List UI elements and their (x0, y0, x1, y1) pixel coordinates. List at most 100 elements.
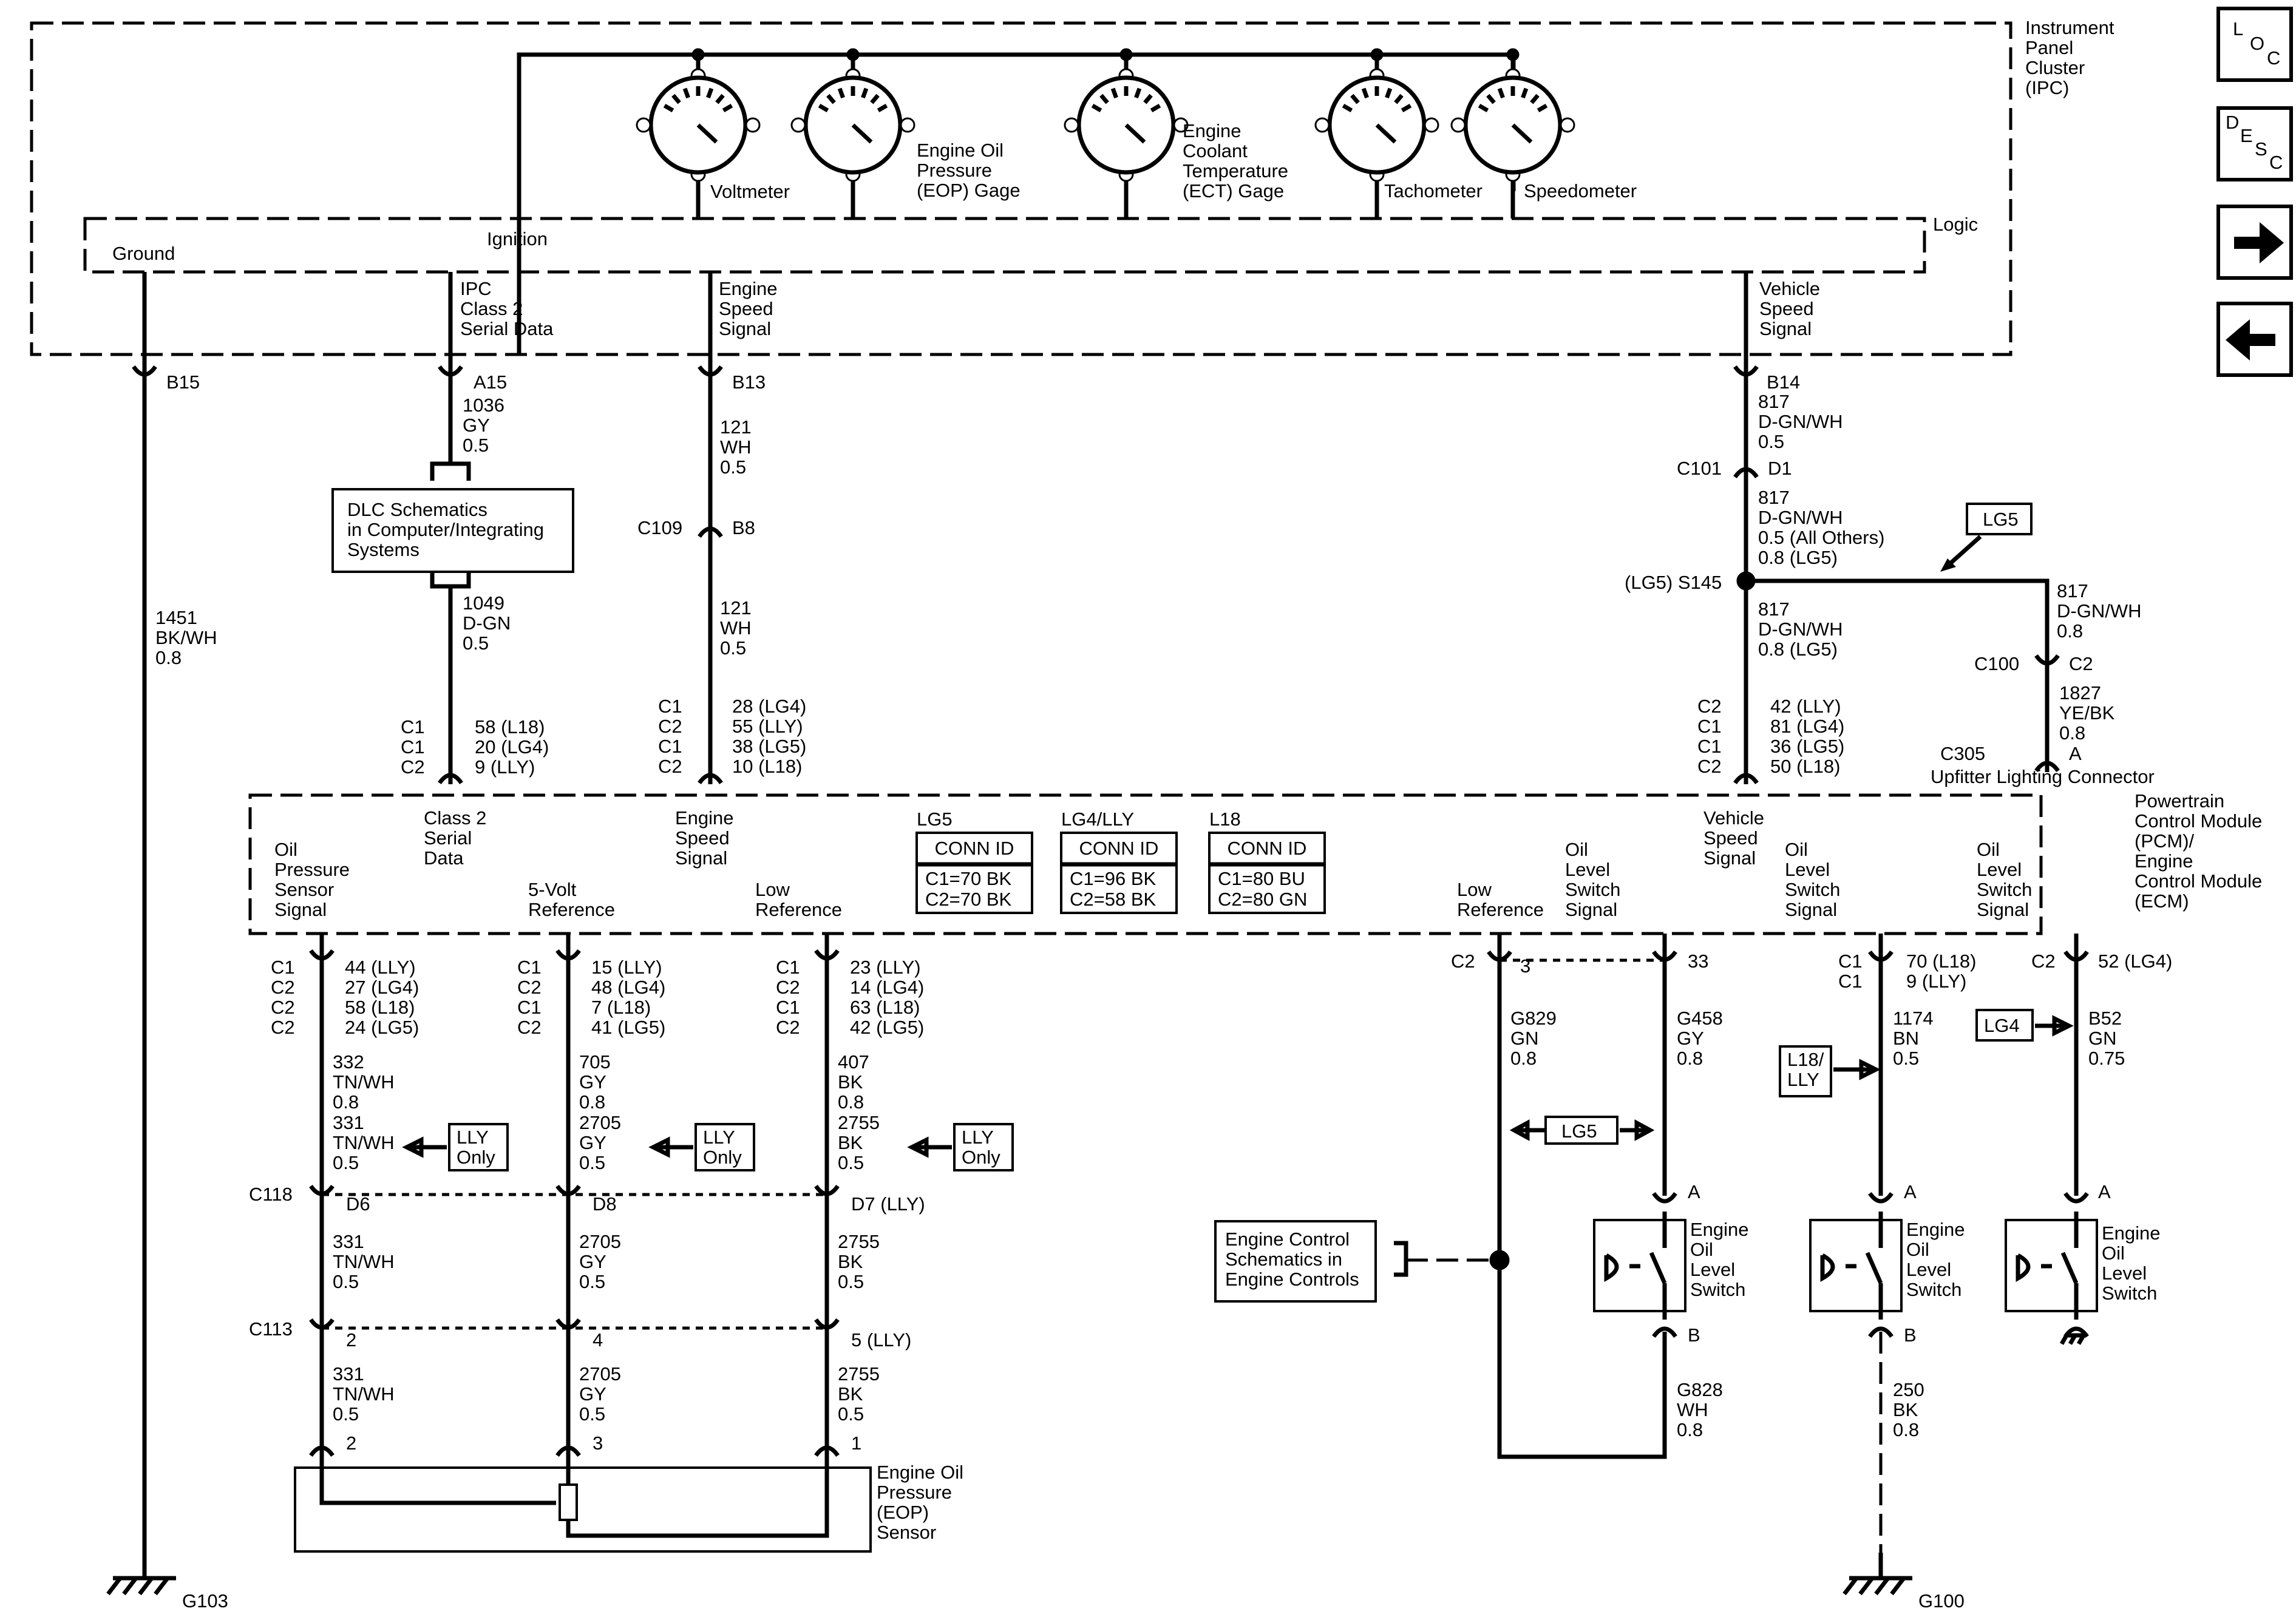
dlc-schematics-label: DLC Schematics (347, 499, 487, 520)
previous-page-button[interactable] (2216, 302, 2293, 377)
lg4-tag (1975, 1009, 2034, 1042)
wire (566, 1468, 829, 1538)
wire-250-label: BK (1893, 1399, 1918, 1420)
ect-gage-label: (ECT) Gage (1183, 180, 1284, 202)
connector-pcm (555, 949, 581, 961)
wire-g828-label: G828 (1677, 1379, 1723, 1400)
switch-label: Oil (2102, 1242, 2125, 1264)
pcm-pin-numbers: 63 (L18) (850, 997, 920, 1018)
oil-level-signal-label: Oil (1565, 839, 1588, 860)
wire-250-label: 0.8 (1893, 1419, 1919, 1440)
ect-gage-label: Temperature (1183, 160, 1288, 181)
wire-label: 705 (579, 1051, 611, 1073)
desc-button-frame[interactable] (2216, 106, 2293, 181)
oil-level-signal-label: Oil (1977, 839, 2000, 860)
pcm-connector-ids: C2 (271, 1017, 295, 1038)
low-reference-label: Low (755, 879, 790, 900)
wire-817d-label: D-GN/WH (2057, 600, 2141, 622)
wire-817b-label: D-GN/WH (1758, 507, 1843, 528)
pcm-class2-label: Class 2 (424, 807, 486, 829)
ipc-vehicle-speed-label: Speed (1759, 298, 1814, 319)
gauge-terminal (900, 117, 915, 133)
gauge-tick (1099, 93, 1109, 104)
gauge-tick (663, 103, 674, 113)
ipc-logic-boundary (83, 217, 1926, 274)
sensor-pin: 3 (593, 1432, 603, 1454)
eop-sensor-label: Pressure (877, 1482, 952, 1503)
lly-only-tag (695, 1123, 755, 1171)
oil-level-signal-label: Level (1977, 859, 2022, 880)
wire-g829-label: 0.8 (1510, 1048, 1537, 1069)
wire (154, 1576, 169, 1596)
pcm-vehicle-speed-label: Vehicle (1703, 807, 1764, 829)
wire-1049-label: 0.5 (463, 632, 489, 654)
wire-label: TN/WH (333, 1383, 395, 1405)
arrow-left-icon[interactable] (2226, 319, 2275, 361)
wire-label: TN/WH (333, 1071, 395, 1093)
pcm-connector-ids: C2 (776, 977, 800, 998)
gauge-needle (1124, 123, 1146, 144)
arrow-right-icon[interactable] (2234, 222, 2284, 263)
l18-lly-tag (1779, 1045, 1832, 1097)
pcm-connector-id: C2 (2031, 951, 2056, 972)
wire-121b-label: 121 (720, 597, 752, 619)
pcm-pin-numbers: 70 (L18) (1906, 951, 1976, 972)
pcm-pin-numbers: 10 (L18) (732, 756, 802, 777)
wire-label: BK (838, 1071, 863, 1093)
switch-label: Engine (1690, 1219, 1749, 1240)
eop-gage-label: Pressure (917, 160, 992, 181)
wire-label: 331 (333, 1112, 364, 1133)
ipc-engine-speed-label: Speed (719, 298, 773, 319)
gauge-tick (1143, 93, 1153, 104)
arrow-right-icon (1833, 1059, 1881, 1080)
connector-class2 (438, 773, 463, 785)
ipc-vehicle-speed-label: Vehicle (1759, 278, 1820, 299)
eop-sensor-label: Sensor (877, 1522, 936, 1543)
oil-level-signal-label: Signal (1565, 899, 1617, 920)
pin-b13: B13 (732, 371, 766, 393)
next-page-button[interactable] (2216, 205, 2293, 280)
pcm-pin-numbers: 28 (LG4) (732, 696, 806, 717)
pin-d1: D1 (1768, 458, 1792, 479)
conn-id-title: CONN ID (1079, 838, 1159, 859)
wire-1827-label: 0.8 (2059, 722, 2085, 744)
engine-control-label: Schematics in (1225, 1249, 1342, 1270)
gauge-tick (1486, 93, 1496, 104)
c118-pin: D7 (LLY) (851, 1193, 925, 1215)
c101-label: C101 (1677, 458, 1722, 479)
pcm-vehicle-speed-label: Speed (1703, 827, 1758, 849)
eop-gage-label: (EOP) Gage (917, 180, 1021, 201)
pcm-pin-numbers: 24 (LG5) (345, 1017, 419, 1038)
wire-1174-label: 1174 (1893, 1008, 1934, 1029)
oil-level-signal-label: Signal (1977, 899, 2029, 920)
wire-1036-label: 1036 (463, 395, 504, 416)
wire-1827-label: 1827 (2059, 682, 2101, 703)
pcm-engine-speed-label: Engine (675, 807, 734, 829)
splice-s145-label: (LG5) S145 (1625, 572, 1722, 593)
lly-only-tag (953, 1123, 1014, 1171)
wire-121-label: 0.5 (720, 456, 746, 478)
connector-c101 (1733, 467, 1759, 479)
pcm-connector-ids: C2 (517, 977, 542, 998)
wire-g458-label: G458 (1677, 1008, 1723, 1029)
pcm-pin-numbers: 36 (LG5) (1770, 736, 1844, 757)
gauge-tick (877, 103, 888, 113)
switch-actuator-icon (2016, 1253, 2031, 1282)
loc-button[interactable]: LOC (2216, 7, 2293, 82)
pcm-connector-ids: C1 (517, 957, 542, 978)
gauge-terminal (1314, 117, 1330, 133)
gauge-tick (1134, 87, 1142, 99)
pcm-pin-numbers: 44 (LLY) (345, 957, 416, 978)
conn-id-title: CONN ID (935, 838, 1014, 859)
switch-actuator-icon (1820, 1253, 1835, 1282)
loc-button-frame[interactable] (2216, 7, 2293, 82)
ipc-class2-label: IPC (460, 278, 492, 299)
pcm-connector-ids: C2 (658, 716, 682, 737)
switch-label: Level (1690, 1259, 1735, 1280)
oil-pressure-signal-label: Sensor (274, 879, 334, 900)
wire-817-label: 0.5 (1758, 431, 1784, 452)
connector-a (2063, 1192, 2089, 1204)
wire (1890, 1576, 1906, 1596)
connector-pin33 (1652, 950, 1677, 962)
